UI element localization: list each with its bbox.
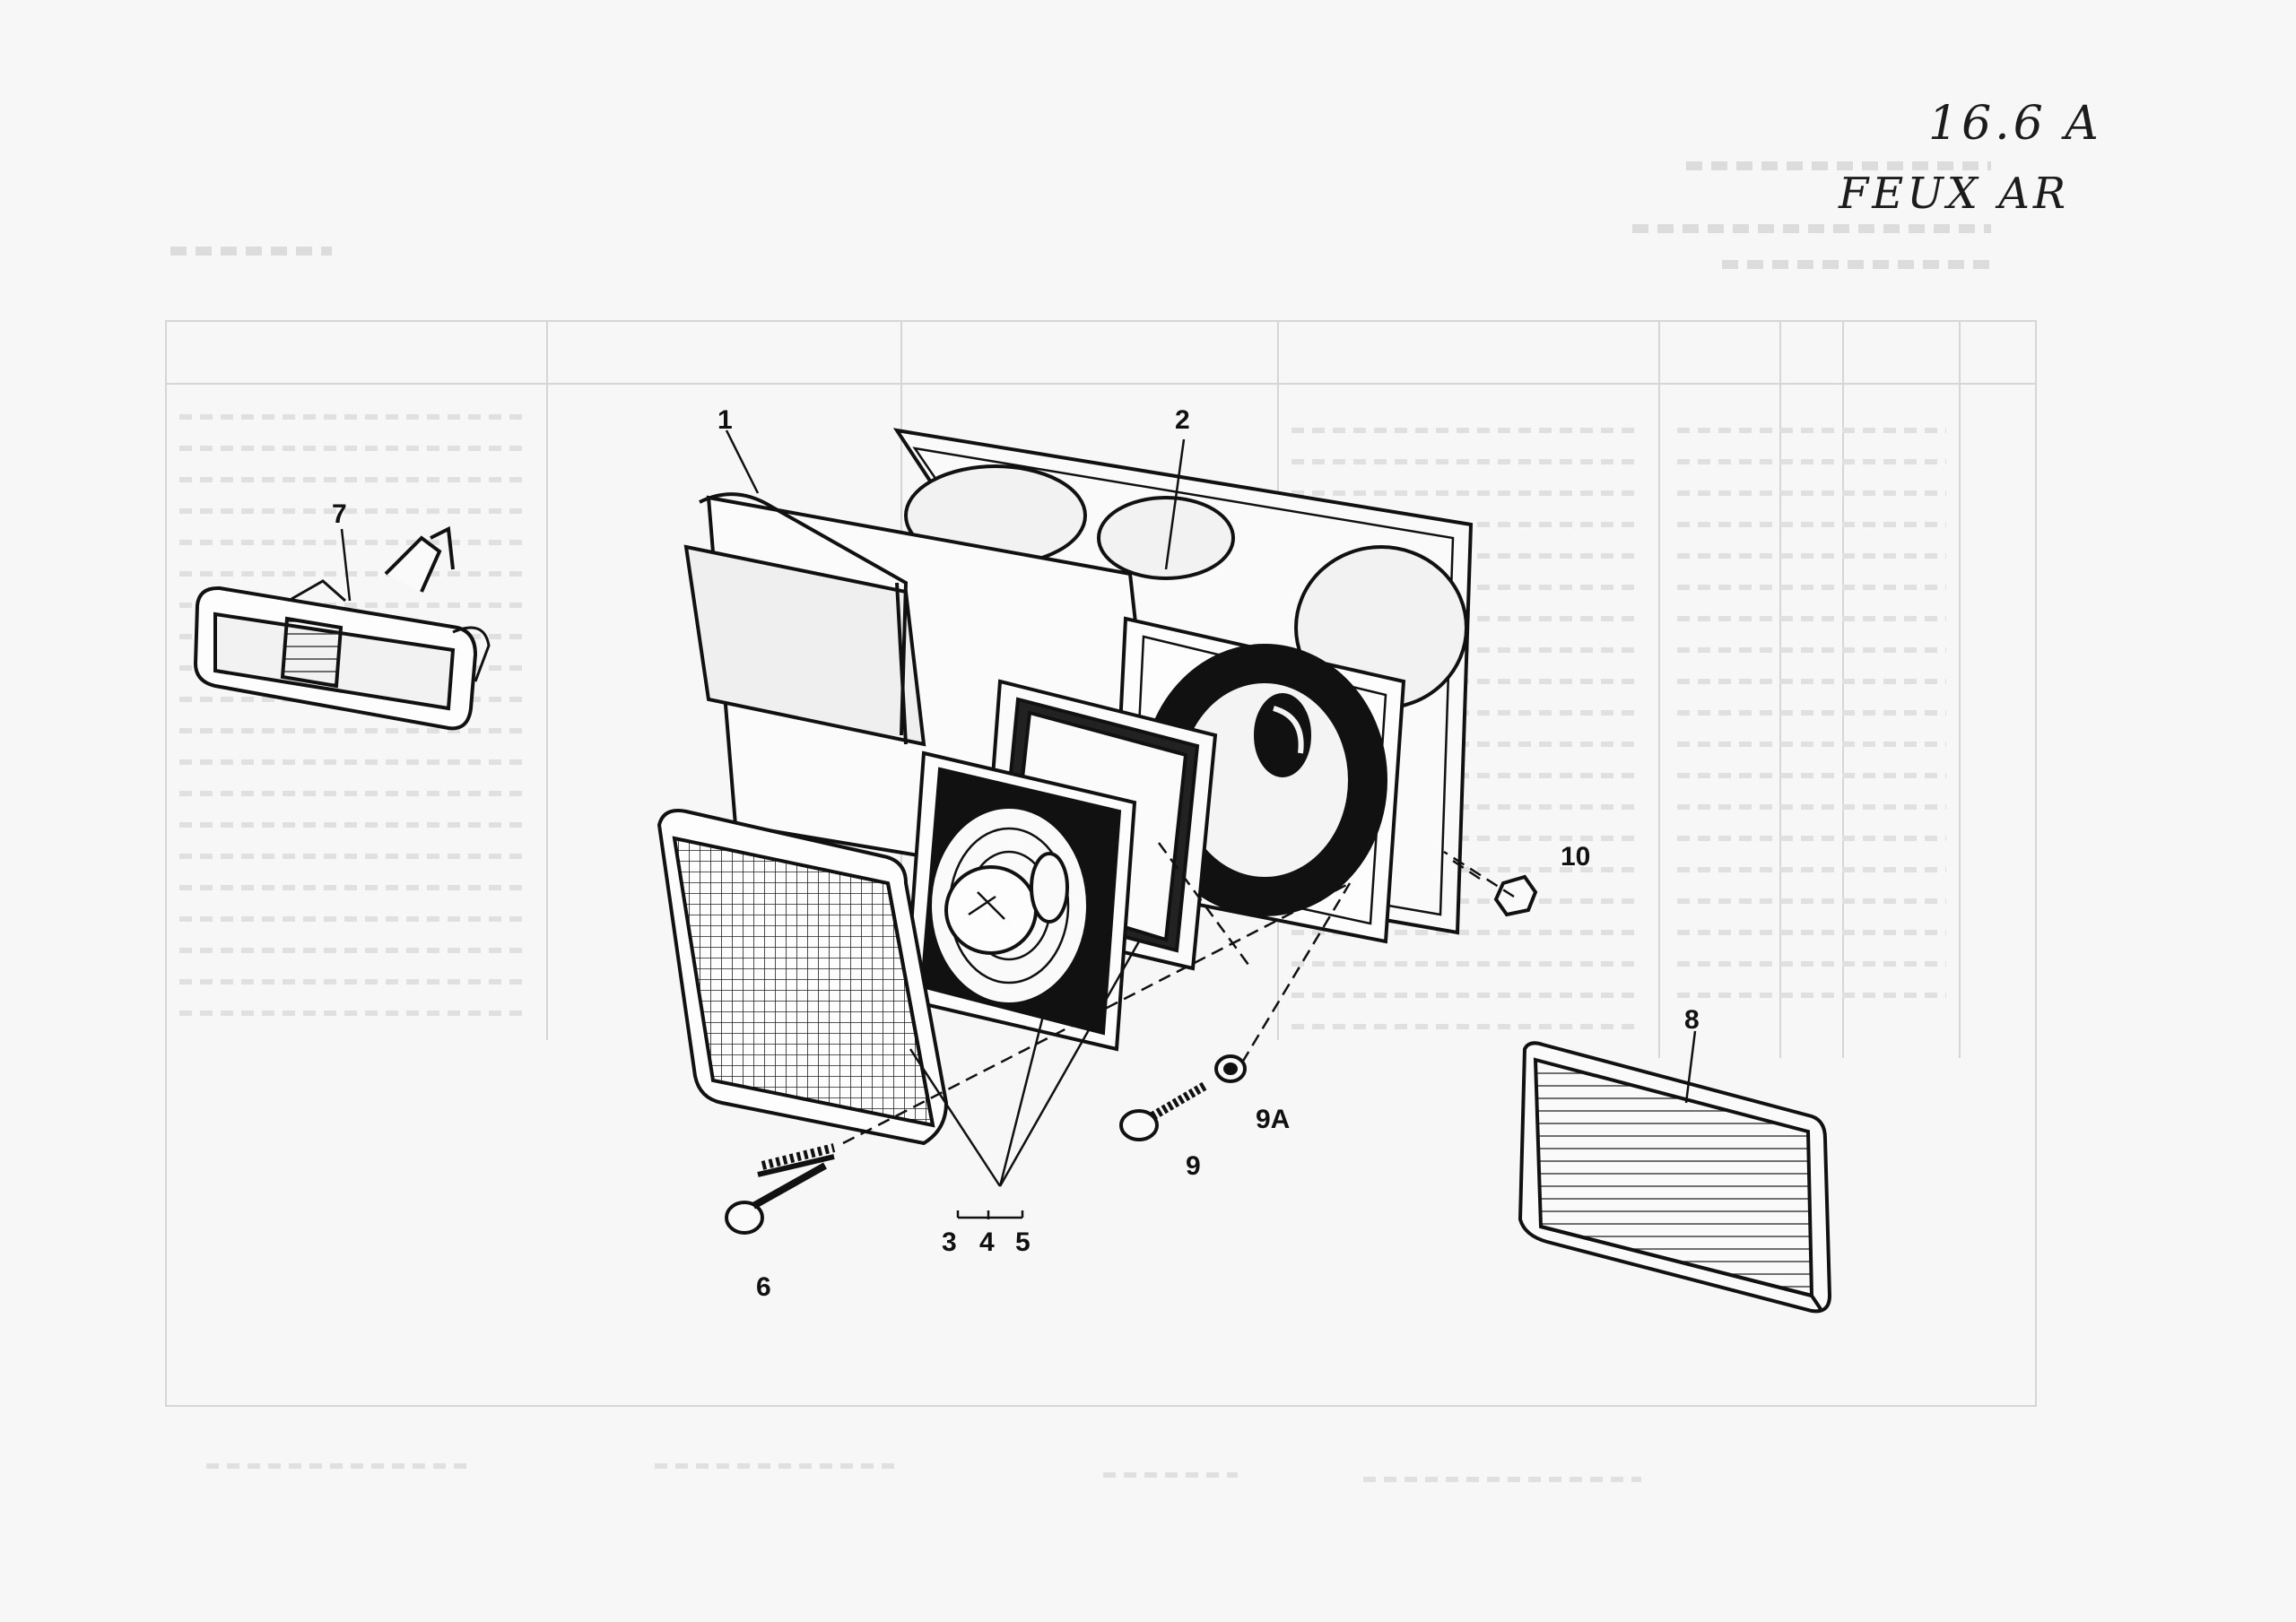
callout-5: 5 bbox=[1015, 1227, 1031, 1257]
assembly-lines bbox=[842, 842, 1515, 1145]
indicator-lamp-part-7 bbox=[193, 525, 491, 731]
callout-2: 2 bbox=[1175, 405, 1190, 435]
callout-labels: 1 2 3 4 5 6 7 8 9 9A 10 bbox=[332, 405, 1700, 1302]
callout-3: 3 bbox=[942, 1227, 957, 1257]
callout-1: 1 bbox=[718, 405, 733, 435]
callout-4: 4 bbox=[979, 1227, 995, 1257]
callout-9a: 9A bbox=[1256, 1105, 1290, 1134]
section-title: FEUX AR bbox=[1839, 169, 2070, 219]
callout-6: 6 bbox=[756, 1272, 771, 1302]
reflector-bulb-assembly bbox=[903, 750, 1137, 1052]
callout-9: 9 bbox=[1186, 1151, 1201, 1181]
screw-part-6 bbox=[725, 1143, 836, 1235]
reflector-part-8 bbox=[1518, 1041, 1832, 1314]
callout-8: 8 bbox=[1684, 1005, 1700, 1035]
nut-part-10 bbox=[1493, 874, 1538, 917]
washer-part-9a bbox=[1214, 1054, 1247, 1083]
housing-edge-line bbox=[699, 492, 909, 736]
callout-10: 10 bbox=[1561, 842, 1590, 872]
lens-front bbox=[657, 809, 949, 1146]
leader-lines bbox=[340, 429, 1697, 1219]
page-reference-number: 16.6 A bbox=[1928, 97, 2102, 151]
callout-7: 7 bbox=[332, 499, 347, 529]
screw-part-9 bbox=[1119, 1080, 1209, 1141]
